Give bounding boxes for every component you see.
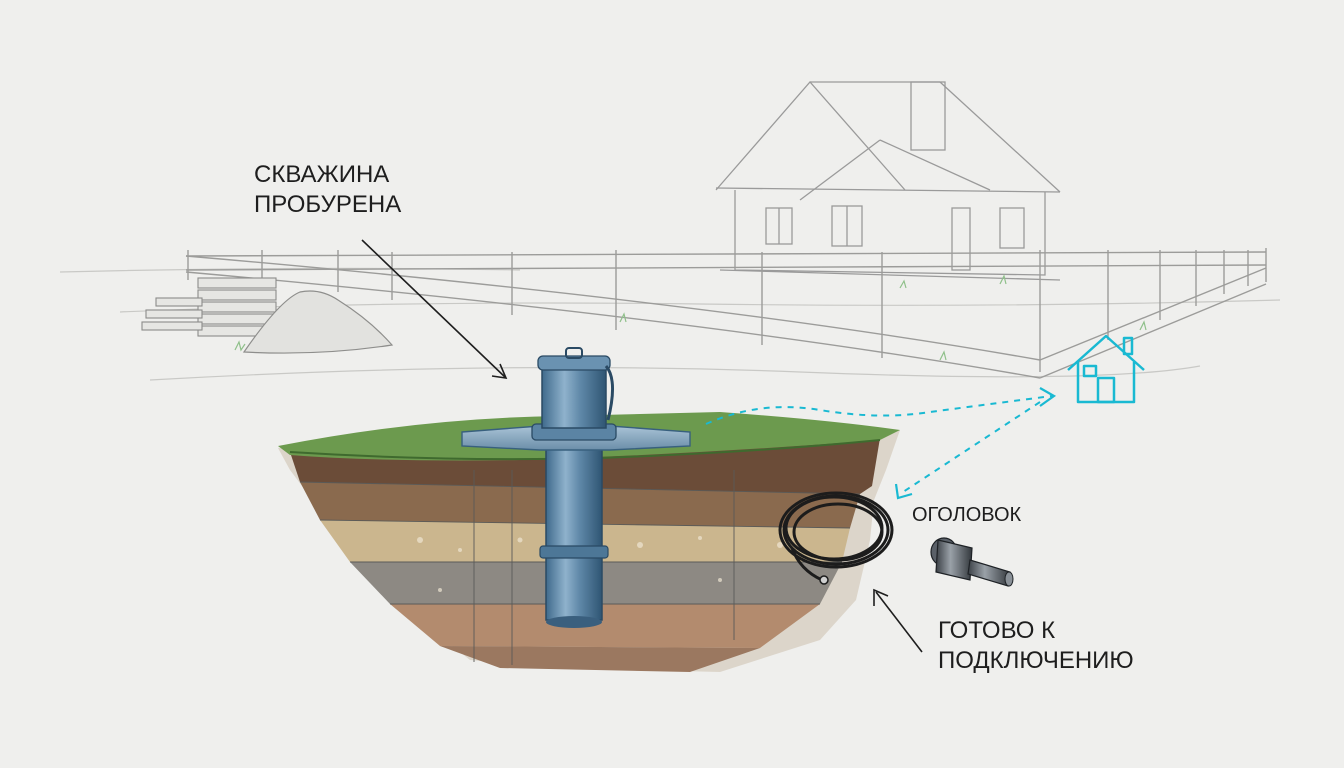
ready-line-2: ПОДКЛЮЧЕНИЮ [938,647,1134,674]
well-drilled-label: СКВАЖИНА ПРОБУРЕНА [254,160,401,220]
lumber-stack [141,277,277,337]
well-casing [461,347,691,628]
sand-pile [242,290,394,354]
wellhead-part [930,537,1014,587]
connection-lines [705,395,1053,495]
ready-to-connect-label: ГОТОВО К ПОДКЛЮЧЕНИЮ [938,616,1134,676]
pointer-arrows [361,239,923,653]
connection-arrowheads [894,387,1057,500]
cable-end [819,575,829,585]
grass-tufts [234,274,1147,361]
well-drilled-line-2: ПРОБУРЕНА [254,191,402,218]
house-icon [1067,334,1145,404]
wellhead-label: ОГОЛОВОК [912,504,1022,526]
ready-line-1: ГОТОВО К [938,617,1056,644]
well-drilled-line-1: СКВАЖИНА [254,161,390,188]
house-sketch [715,81,1061,281]
cable-coil [778,491,894,582]
